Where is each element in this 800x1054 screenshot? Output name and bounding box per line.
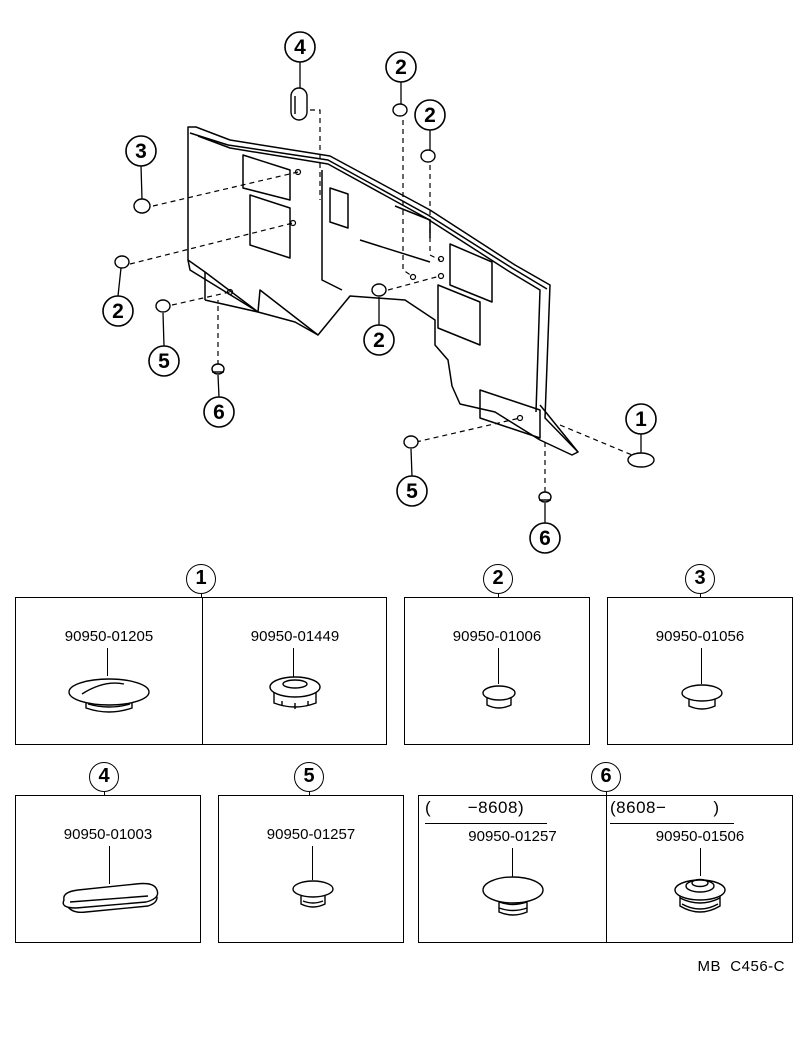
- part-number-label: 90950-01449: [250, 628, 340, 645]
- hole-plug-small-icon: [482, 685, 516, 709]
- part-5-number: 5: [294, 762, 324, 792]
- svg-text:2: 2: [395, 56, 407, 79]
- hole-plug-large-icon: [68, 678, 150, 713]
- callout-6: 6: [203, 396, 235, 428]
- part-1-box: 90950-01205 90950-01449: [15, 597, 387, 745]
- svg-text:2: 2: [373, 329, 385, 352]
- svg-text:2: 2: [424, 104, 436, 127]
- callout-2: 2: [414, 99, 446, 131]
- callout-1: 1: [625, 403, 657, 435]
- plug-2-icon: [420, 149, 436, 163]
- svg-text:1: 1: [635, 408, 647, 431]
- panel-pad-1: [242, 154, 291, 201]
- plug-2-icon: [392, 103, 408, 117]
- part-5-box: 90950-01257: [218, 795, 404, 943]
- hole-plug-stepped-icon: [269, 676, 321, 709]
- panel-pad-4: [437, 284, 481, 346]
- hole-plug-small-icon: [292, 880, 334, 908]
- part-6-number: 6: [591, 762, 621, 792]
- svg-text:6: 6: [539, 527, 551, 550]
- part-2-box: 90950-01006: [404, 597, 590, 745]
- plug-3-icon: [133, 198, 151, 214]
- part-number-label: 90950-01506: [655, 828, 745, 845]
- part-6-box: ( −8608) 90950-01257 (8608− ) 90950-0150…: [418, 795, 793, 943]
- plug-2-icon: [371, 283, 387, 297]
- callout-2: 2: [363, 324, 395, 356]
- part-3-box: 90950-01056: [607, 597, 793, 745]
- part-number-label: 90950-01056: [655, 628, 745, 645]
- svg-text:6: 6: [213, 401, 225, 424]
- callout-6: 6: [529, 522, 561, 554]
- hole-plug-grommet-icon: [674, 878, 726, 913]
- callout-5: 5: [396, 475, 428, 507]
- part-number-label: 90950-01003: [63, 826, 153, 843]
- callout-2: 2: [385, 51, 417, 83]
- svg-text:5: 5: [406, 480, 418, 503]
- plug-2-icon: [114, 255, 130, 269]
- production-date-range: (8608− ): [610, 798, 720, 817]
- part-number-label: 90950-01205: [64, 628, 154, 645]
- svg-text:4: 4: [294, 36, 306, 59]
- part-number-label: 90950-01006: [452, 628, 542, 645]
- part-1-number: 1: [186, 564, 216, 594]
- exploded-view-diagram: 4 2 2 3 2 5 6 2 1 5 6: [102, 31, 657, 554]
- plug-5-icon: [155, 299, 171, 313]
- callout-5: 5: [148, 345, 180, 377]
- hole-plug-small-icon: [681, 684, 723, 710]
- part-number-label: 90950-01257: [266, 826, 356, 843]
- part-2-number: 2: [483, 564, 513, 594]
- svg-text:2: 2: [112, 300, 124, 323]
- plug-5-icon: [403, 435, 419, 449]
- part-4-box: 90950-01003: [15, 795, 201, 943]
- svg-text:5: 5: [158, 350, 170, 373]
- panel-pad-3: [449, 243, 493, 303]
- figure-reference-code: MB C456-C: [697, 958, 785, 975]
- callout-3: 3: [125, 135, 157, 167]
- plug-1-icon: [627, 452, 655, 468]
- diagram-callouts: 4 2 2 3 2 5 6 2 1 5 6: [102, 31, 657, 554]
- production-date-range: ( −8608): [425, 798, 525, 817]
- plug-6-icon: [211, 363, 225, 375]
- callout-4: 4: [284, 31, 316, 63]
- part-4-number: 4: [89, 762, 119, 792]
- part-3-number: 3: [685, 564, 715, 594]
- plug-6-icon: [538, 491, 552, 503]
- callout-2: 2: [102, 295, 134, 327]
- part-number-label: 90950-01257: [468, 828, 557, 845]
- svg-text:3: 3: [135, 140, 147, 163]
- panel-pad-2: [249, 194, 291, 259]
- hole-plug-oval-icon: [62, 882, 159, 914]
- plug-4-icon: [290, 87, 308, 121]
- hole-plug-ribbed-icon: [482, 876, 544, 916]
